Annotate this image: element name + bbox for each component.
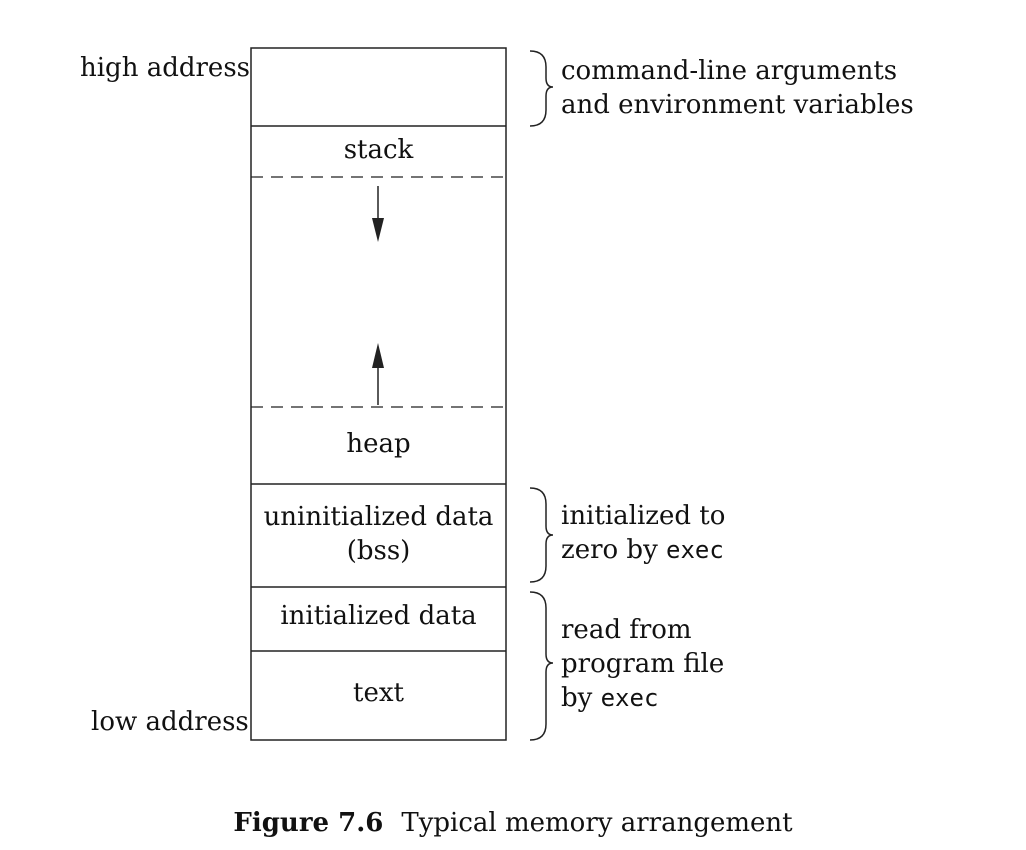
bss-annotation-line1: initialized to bbox=[561, 501, 726, 531]
bss-brace-icon bbox=[529, 487, 554, 583]
stack-segment-label: stack bbox=[343, 135, 414, 165]
figure-caption: Figure 7.6 Typical memory arrangement bbox=[0, 806, 1026, 840]
program-file-annotation-line2: program file bbox=[561, 649, 725, 679]
args-brace-icon bbox=[529, 50, 554, 127]
program-file-brace-icon bbox=[529, 591, 554, 741]
exec-code-term: exec bbox=[666, 536, 724, 564]
args-annotation-line1: command-line arguments bbox=[561, 56, 898, 86]
args-annotation-line2: and environment variables bbox=[561, 90, 914, 120]
bss-annotation-line2: zero by exec bbox=[561, 533, 725, 567]
args-annotation: command-line arguments and environment v… bbox=[561, 54, 914, 122]
memory-column-outline bbox=[250, 47, 507, 741]
program-file-annotation-prefix: by bbox=[561, 683, 601, 713]
text-segment-label: text bbox=[353, 678, 404, 708]
bss-segment-label-line1: uninitialized data bbox=[263, 502, 494, 532]
bss-annotation: initialized to zero by exec bbox=[561, 499, 725, 567]
stack-growth-arrow-icon bbox=[372, 186, 384, 242]
heap-segment-label: heap bbox=[346, 429, 411, 459]
low-address-label: low address bbox=[91, 707, 249, 737]
program-file-annotation: read from program file by exec bbox=[561, 613, 724, 715]
high-address-label: high address bbox=[80, 53, 251, 83]
bss-annotation-prefix: zero by bbox=[561, 535, 667, 565]
initialized-data-segment-label: initialized data bbox=[280, 601, 477, 631]
heap-growth-arrow-icon bbox=[372, 343, 384, 405]
program-file-annotation-line1: read from bbox=[561, 615, 692, 645]
program-file-annotation-line3: by exec bbox=[561, 681, 724, 715]
figure-title: Typical memory arrangement bbox=[401, 808, 793, 838]
bss-segment-label: uninitialized data (bss) bbox=[251, 500, 506, 568]
exec-code-term: exec bbox=[600, 684, 659, 712]
bss-segment-label-line2: (bss) bbox=[346, 536, 411, 566]
figure-number: Figure 7.6 bbox=[233, 808, 384, 838]
